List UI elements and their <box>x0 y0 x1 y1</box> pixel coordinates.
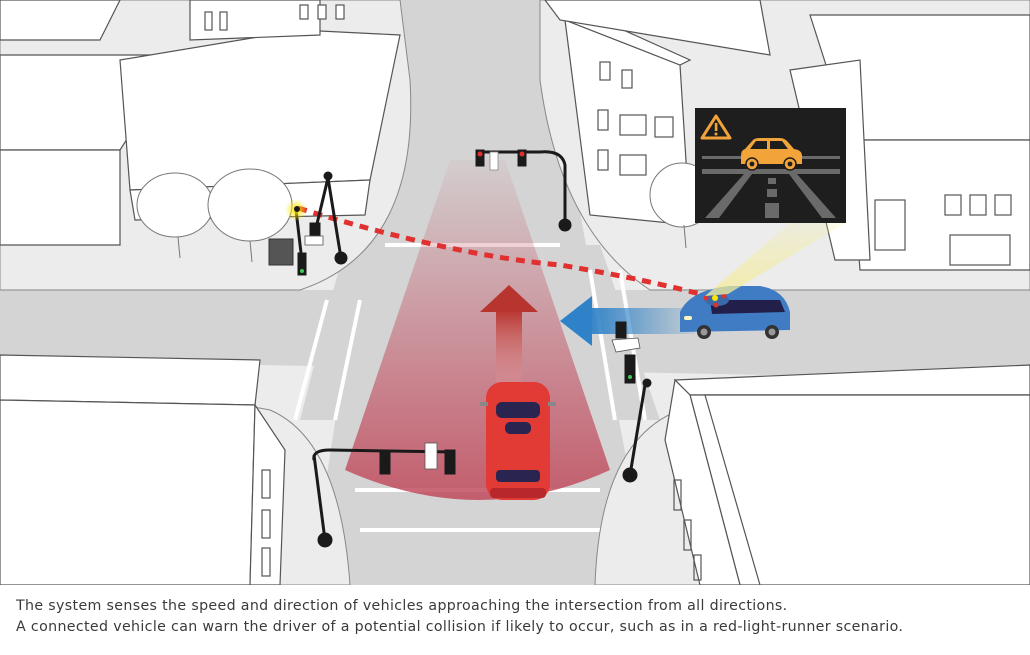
traffic-light-north <box>475 149 572 232</box>
blue-car-direction-arrow <box>560 296 695 346</box>
trees-northwest <box>136 168 293 263</box>
display-projection-beam <box>705 223 845 296</box>
buildings-southwest <box>0 354 286 585</box>
intersection-illustration <box>0 0 1030 585</box>
signal-alert-dot <box>294 206 300 212</box>
dashboard-warning-display <box>695 108 846 223</box>
traffic-light-northwest <box>268 171 348 276</box>
caption-line-2: A connected vehicle can warn the driver … <box>16 619 904 635</box>
buildings-southeast <box>664 364 1030 585</box>
traffic-light-east <box>611 321 652 483</box>
car-icon <box>741 138 803 171</box>
traffic-light-southwest <box>312 442 456 548</box>
collision-warning-line <box>297 205 716 301</box>
blue-car <box>680 286 790 339</box>
red-car <box>480 382 556 500</box>
red-car-direction-arrow <box>480 285 538 390</box>
warning-triangle-icon <box>700 114 732 140</box>
caption-line-1: The system senses the speed and directio… <box>16 598 788 614</box>
display-lanes <box>702 156 840 218</box>
buildings-northwest <box>0 0 401 246</box>
caption: The system senses the speed and directio… <box>16 596 1026 638</box>
